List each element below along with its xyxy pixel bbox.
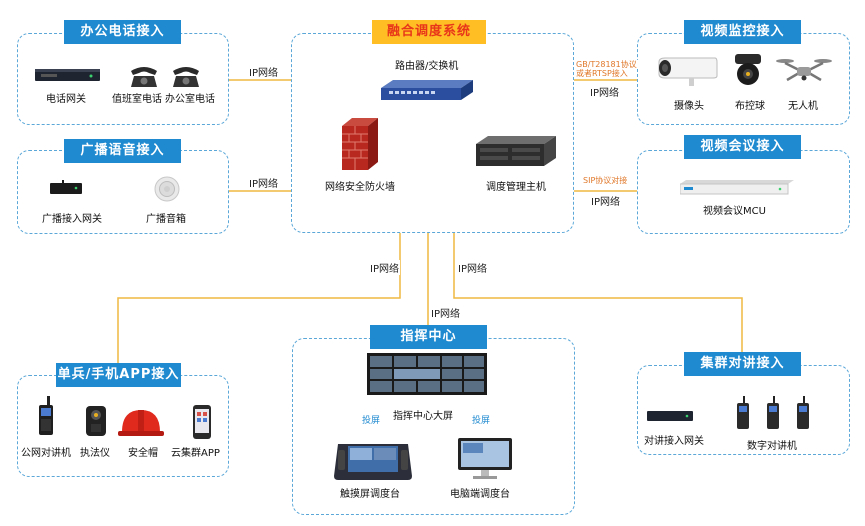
broadcast-gateway-icon xyxy=(50,180,82,194)
mcu-label: 视频会议MCU xyxy=(703,206,766,217)
broadcast-link-label: IP网络 xyxy=(248,175,279,190)
safety-helmet-label: 安全帽 xyxy=(128,448,158,459)
office-phone-label: 办公室电话 xyxy=(165,94,215,105)
monitor-link-label: IP网络 xyxy=(589,84,620,99)
broadcast-speaker-icon xyxy=(154,176,180,202)
conf-protocol-label: SIP协议对接 xyxy=(582,176,629,185)
broadcast-gateway-label: 广播接入网关 xyxy=(42,214,102,225)
dome-camera-label: 布控球 xyxy=(735,101,765,112)
video-conf-title: 视频会议接入 xyxy=(684,135,801,159)
command-center-title: 指挥中心 xyxy=(370,325,487,349)
cast-left-label: 投屏 xyxy=(362,413,381,426)
video-monitor-title: 视频监控接入 xyxy=(684,20,801,44)
office-phone-icon xyxy=(173,67,199,87)
command-link-label: IP网络 xyxy=(430,305,461,320)
digital-radio-label: 数字对讲机 xyxy=(747,441,797,452)
office-link-label: IP网络 xyxy=(248,64,279,79)
safety-helmet-icon xyxy=(118,410,164,436)
camera-label: 摄像头 xyxy=(674,101,704,112)
touch-console-label: 触摸屏调度台 xyxy=(340,489,400,500)
dispatch-host-label: 调度管理主机 xyxy=(486,182,546,193)
firewall-label: 网络安全防火墙 xyxy=(325,182,395,193)
intercom-gateway-icon xyxy=(647,411,693,421)
dispatch-host-icon xyxy=(476,136,556,166)
digital-radio-icon-1 xyxy=(737,396,749,429)
big-screen-label: 指挥中心大屏 xyxy=(393,411,453,422)
mcu-icon xyxy=(680,180,794,195)
law-recorder-icon xyxy=(86,406,106,436)
drone-label: 无人机 xyxy=(788,101,818,112)
cloud-app-label: 云集群APP xyxy=(171,448,220,459)
pc-console-label: 电脑端调度台 xyxy=(450,489,510,500)
conf-link-label: IP网络 xyxy=(590,193,621,208)
law-recorder-label: 执法仪 xyxy=(80,448,110,459)
touch-console-icon xyxy=(334,444,412,480)
intercom-gateway-label: 对讲接入网关 xyxy=(644,436,704,447)
digital-radio-icon-2 xyxy=(767,396,779,429)
phone-gateway-icon xyxy=(35,69,100,81)
core-system-panel xyxy=(291,33,574,233)
cast-right-label: 投屏 xyxy=(472,413,491,426)
wire-trunking xyxy=(453,231,743,352)
camera-icon xyxy=(658,57,718,86)
router-label: 路由器/交换机 xyxy=(395,61,459,72)
public-radio-label: 公网对讲机 xyxy=(21,448,71,459)
drone-icon xyxy=(776,59,832,82)
phone-gateway-label: 电话网关 xyxy=(46,94,86,105)
big-screen-icon xyxy=(367,353,487,395)
monitor-protocol-label-2: 或者RTSP接入 xyxy=(575,69,629,78)
firewall-icon xyxy=(342,118,378,170)
cloud-app-phone-icon xyxy=(193,405,211,439)
trunking-link-label: IP网络 xyxy=(457,260,488,275)
monitor-protocol-label-1: GB/T28181协议 xyxy=(575,60,638,69)
trunking-title: 集群对讲接入 xyxy=(684,352,801,376)
duty-phone-label: 值班室电话 xyxy=(112,94,162,105)
broadcast-title: 广播语音接入 xyxy=(64,139,181,163)
duty-phone-icon xyxy=(131,67,157,87)
dome-camera-icon xyxy=(735,54,761,85)
digital-radio-icon-3 xyxy=(797,396,809,429)
core-system-title: 融合调度系统 xyxy=(372,20,486,44)
office-phone-title: 办公电话接入 xyxy=(64,20,181,44)
router-switch-icon xyxy=(381,80,473,100)
broadcast-speaker-label: 广播音箱 xyxy=(146,214,186,225)
mobile-link-label: IP网络 xyxy=(369,260,400,275)
mobile-title: 单兵/手机APP接入 xyxy=(56,363,181,387)
pc-console-icon xyxy=(458,438,512,479)
wire-mobile xyxy=(117,231,401,372)
public-radio-icon xyxy=(39,396,53,435)
